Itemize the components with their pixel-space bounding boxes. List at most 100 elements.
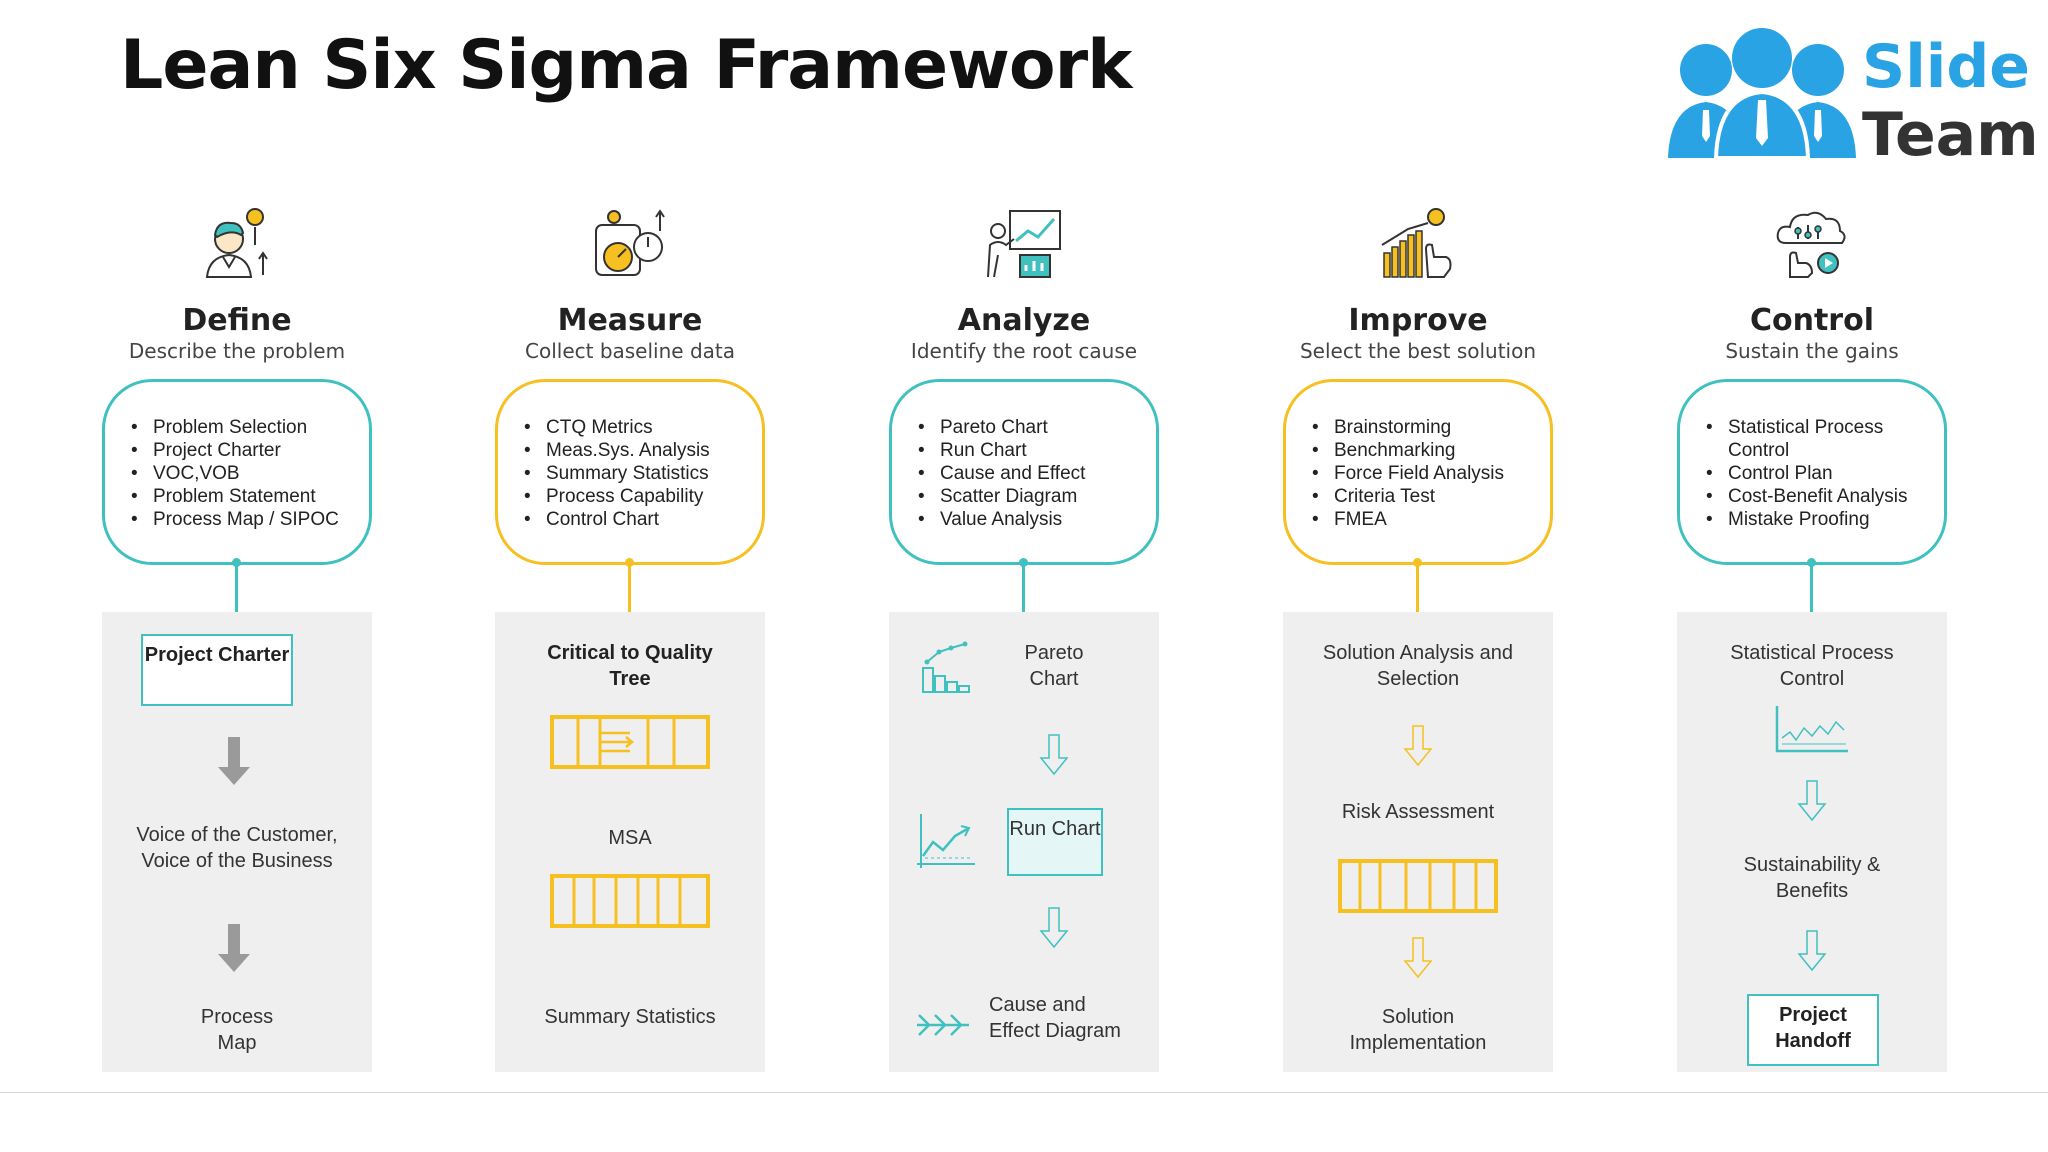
arrow-down-icon [216,737,252,787]
tool-item: Force Field Analysis [1312,462,1504,485]
pareto-chart-icon [919,640,975,696]
logo-text-slide: Slide [1862,32,2030,102]
tool-item: Meas.Sys. Analysis [524,439,710,462]
people-logo-icon [1668,28,1856,160]
tool-item: VOC,VOB [131,462,339,485]
phase-measure: Measure Collect baseline data CTQ Metric… [495,195,765,1075]
tool-item: Process Capability [524,485,710,508]
growth-chart-hand-icon [1378,205,1458,285]
risk-grid-icon [1338,859,1498,913]
arrow-down-outline-icon [1039,907,1069,949]
tool-item: Problem Selection [131,416,339,439]
connector-line [1022,562,1025,626]
connector-dot [232,558,241,567]
step-project-handoff: Project Handoff [1747,994,1879,1066]
tool-item: Cost-Benefit Analysis [1706,485,1918,508]
arrow-down-icon [216,924,252,974]
tool-item: Summary Statistics [524,462,710,485]
tool-item: Control Plan [1706,462,1918,485]
presentation-analysis-icon [984,205,1064,285]
steps-panel: Project Charter Voice of the Customer, V… [102,612,372,1072]
tools-bubble: Problem Selection Project Charter VOC,VO… [102,379,372,565]
phase-subtitle: Collect baseline data [525,339,735,363]
phase-improve: Improve Select the best solution Brainst… [1283,195,1553,1075]
connector-dot [625,558,634,567]
control-chart-icon [1774,704,1850,754]
phase-define: Define Describe the problem Problem Sele… [102,195,372,1075]
phase-title: Measure [557,303,703,338]
person-idea-icon [197,205,277,285]
arrow-down-outline-icon [1403,725,1433,767]
tool-item: Control Chart [524,508,710,531]
arrow-down-outline-icon [1797,930,1827,972]
connector-dot [1019,558,1028,567]
connector-line [1810,562,1813,626]
tool-item: Statistical Process Control [1706,416,1918,462]
step-ctq-tree: Critical to Quality Tree [547,642,713,690]
tools-bubble: Pareto Chart Run Chart Cause and Effect … [889,379,1159,565]
tools-bubble: Brainstorming Benchmarking Force Field A… [1283,379,1553,565]
logo-text-team: Team [1862,100,2039,170]
tool-item: CTQ Metrics [524,416,710,439]
connector-dot [1413,558,1422,567]
step-pareto-chart: Pareto Chart [1024,642,1084,690]
step-process-map: Process Map [200,1006,274,1054]
step-summary-statistics: Summary Statistics [544,1006,716,1028]
steps-panel: Critical to Quality Tree MSA [495,612,765,1072]
tool-item: FMEA [1312,508,1504,531]
step-project-charter: Project Charter [141,634,293,706]
arrow-down-outline-icon [1039,734,1069,776]
tool-item: Pareto Chart [918,416,1085,439]
step-solution-implementation: Solution Implementation [1349,1006,1487,1054]
slideteam-logo: Slide Team [1662,28,2039,170]
arrow-down-outline-icon [1403,937,1433,979]
tool-item: Problem Statement [131,485,339,508]
step-voice-of-customer: Voice of the Customer, Voice of the Busi… [136,824,338,872]
step-cause-effect-diagram: Cause and Effect Diagram [989,994,1121,1042]
steps-panel: Pareto Chart Run Chart Cause [889,612,1159,1072]
cloud-control-icon [1772,205,1852,285]
tool-item: Scatter Diagram [918,485,1085,508]
tool-item: Benchmarking [1312,439,1504,462]
fishbone-arrows-icon [915,1012,973,1038]
phase-title: Define [182,303,292,338]
connector-dot [1807,558,1816,567]
tool-item: Brainstorming [1312,416,1504,439]
phase-title: Improve [1348,303,1488,338]
phase-analyze: Analyze Identify the root cause Pareto C… [889,195,1159,1075]
step-run-chart: Run Chart [1007,808,1103,876]
phase-subtitle: Select the best solution [1299,339,1537,363]
step-solution-analysis: Solution Analysis and Selection [1322,642,1514,690]
connector-line [628,562,631,626]
msa-grid-icon [550,874,710,928]
tool-item: Cause and Effect [918,462,1085,485]
tool-item: Criteria Test [1312,485,1504,508]
phase-subtitle: Identify the root cause [910,339,1138,363]
page-title: Lean Six Sigma Framework [120,26,1132,105]
step-risk-assessment: Risk Assessment [1341,801,1495,823]
connector-line [1416,562,1419,626]
phase-title: Analyze [957,303,1091,338]
footer-divider [0,1092,2048,1093]
ctq-tree-grid-icon [550,715,710,769]
tool-item: Run Chart [918,439,1085,462]
tool-item: Process Map / SIPOC [131,508,339,531]
phase-control: Control Sustain the gains Statistical Pr… [1677,195,1947,1075]
steps-panel: Statistical Process Control Sustainabili… [1677,612,1947,1072]
tools-bubble: CTQ Metrics Meas.Sys. Analysis Summary S… [495,379,765,565]
tool-item: Value Analysis [918,508,1085,531]
tool-item: Project Charter [131,439,339,462]
connector-line [235,562,238,626]
run-chart-icon [915,812,977,874]
phase-title: Control [1749,303,1874,338]
tools-bubble: Statistical Process Control Control Plan… [1677,379,1947,565]
phase-subtitle: Sustain the gains [1725,339,1899,363]
steps-panel: Solution Analysis and Selection Risk Ass… [1283,612,1553,1072]
step-sustainability: Sustainability & Benefits [1743,854,1881,902]
step-msa: MSA [608,827,652,849]
gauge-measure-icon [590,205,670,285]
phase-subtitle: Describe the problem [128,339,346,363]
arrow-down-outline-icon [1797,780,1827,822]
tool-item: Mistake Proofing [1706,508,1918,531]
step-spc: Statistical Process Control [1730,642,1894,690]
